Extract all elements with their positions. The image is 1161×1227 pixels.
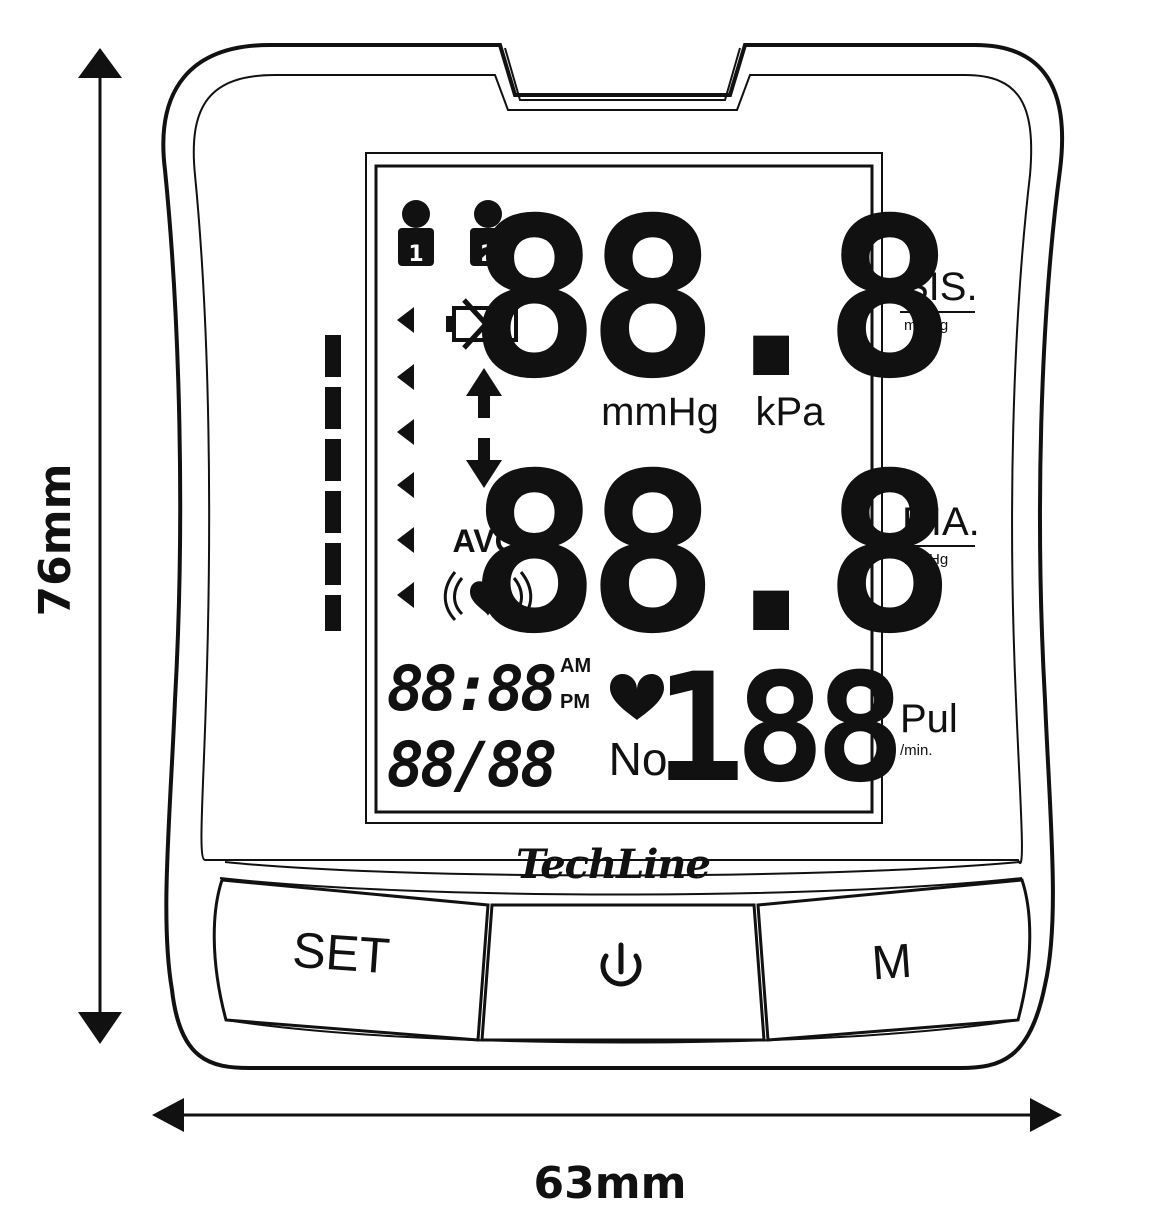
- bar-segment: [325, 439, 341, 481]
- heart-icon: [610, 673, 664, 720]
- height-label: 76mm: [30, 464, 81, 617]
- sis-unit: mmHg: [904, 317, 948, 334]
- time-digits: 88:88: [387, 652, 555, 725]
- lcd-outer-frame: [365, 152, 883, 824]
- memory-button-label: M: [870, 935, 914, 991]
- power-button[interactable]: [480, 903, 766, 1042]
- width-arrow-right-icon: [1030, 1098, 1062, 1132]
- memory-no-label: No: [609, 733, 668, 785]
- height-arrow-top-icon: [78, 48, 122, 78]
- triangle-marker-icon: [397, 527, 414, 553]
- deflate-arrow-icon: [466, 438, 502, 488]
- sis-label-group: SIS. mmHg: [900, 265, 978, 334]
- width-label: 63mm: [534, 1158, 687, 1209]
- set-button-label: SET: [291, 922, 392, 985]
- bar-segment: [325, 543, 341, 585]
- top-notch: [504, 47, 741, 101]
- avg-label: AVG: [453, 523, 520, 559]
- bottom-rim: [225, 1019, 1019, 1044]
- systolic-digits: 88.8: [468, 171, 942, 427]
- pressure-level-markers: [397, 307, 414, 608]
- bar-segment: [325, 387, 341, 429]
- pul-label: Pul: [900, 697, 958, 741]
- sis-label: SIS.: [902, 265, 978, 309]
- pul-label-group: Pul /min.: [900, 697, 958, 759]
- triangle-marker-icon: [397, 307, 414, 333]
- pm-label: PM: [560, 691, 590, 713]
- user-2-number: 2: [480, 242, 495, 267]
- pul-unit: /min.: [900, 742, 933, 759]
- dia-label-group: DIA. mmHg: [900, 500, 980, 568]
- units-mmhg: mmHg: [601, 390, 719, 434]
- width-dimension: 63mm: [152, 1098, 1062, 1209]
- user-1-icon: 1: [398, 200, 434, 267]
- set-button[interactable]: SET: [212, 878, 490, 1042]
- dia-label: DIA.: [902, 500, 980, 544]
- battery-low-icon: [446, 298, 518, 350]
- heartbeat-icon: [443, 571, 533, 622]
- bar-segment: [325, 335, 341, 377]
- inflate-arrow-icon: [466, 368, 502, 418]
- bar-segment: [325, 595, 341, 631]
- classification-bar: [325, 335, 341, 631]
- units-kpa: kPa: [756, 390, 826, 434]
- user-2-icon: 2: [470, 200, 506, 267]
- date-digits: 88/88: [387, 728, 555, 801]
- memory-button[interactable]: M: [756, 878, 1032, 1042]
- triangle-marker-icon: [397, 364, 414, 390]
- height-dimension: 76mm: [30, 48, 122, 1044]
- user-1-number: 1: [408, 242, 423, 267]
- bar-segment: [325, 491, 341, 533]
- triangle-marker-icon: [397, 582, 414, 608]
- width-arrow-left-icon: [152, 1098, 184, 1132]
- brand-logo: TechLine: [516, 841, 710, 888]
- dia-unit: mmHg: [904, 551, 948, 568]
- height-arrow-bottom-icon: [78, 1012, 122, 1044]
- diastolic-digits: 88.8: [468, 426, 942, 682]
- am-label: AM: [560, 655, 591, 677]
- button-strip: [219, 861, 1023, 896]
- triangle-marker-icon: [397, 419, 414, 445]
- power-icon: [600, 942, 642, 987]
- triangle-marker-icon: [397, 472, 414, 498]
- pulse-digits: 188: [655, 642, 897, 816]
